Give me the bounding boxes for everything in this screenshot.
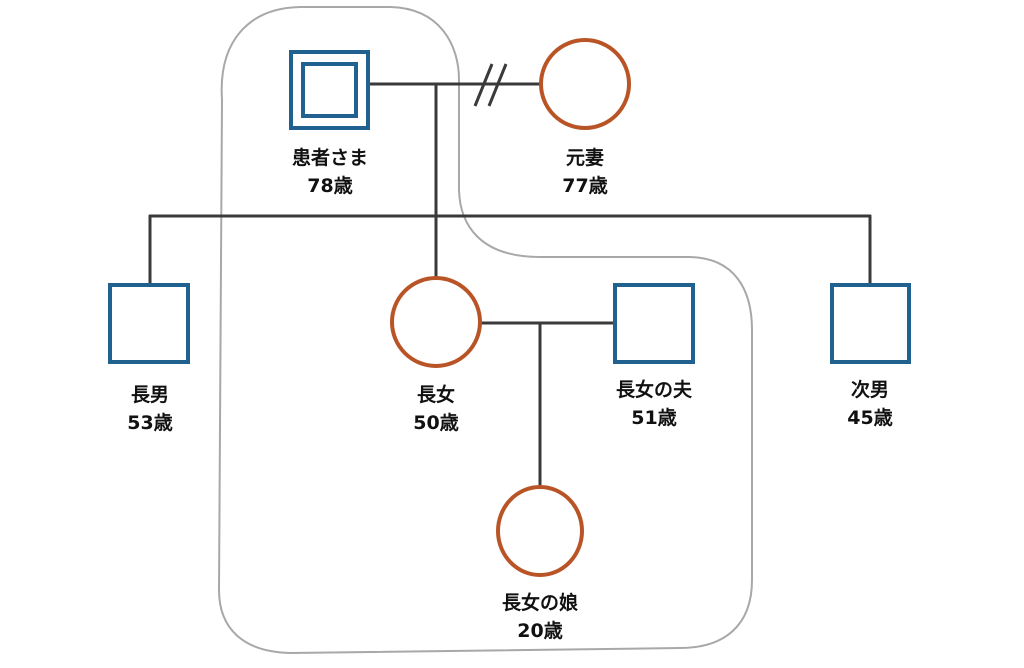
granddaughter-symbol — [496, 485, 584, 577]
granddaughter-age: 20歳 — [517, 620, 563, 642]
patient-label: 患者さま 78歳 — [250, 144, 410, 200]
eldest-son-age: 53歳 — [127, 412, 173, 434]
ex-wife-age: 77歳 — [562, 175, 608, 197]
husband-symbol — [613, 283, 695, 364]
husband-name: 長女の夫 — [615, 379, 692, 401]
granddaughter-name: 長女の娘 — [501, 592, 578, 614]
second-son-label: 次男 45歳 — [790, 376, 950, 432]
patient-symbol-inner — [301, 62, 358, 118]
ex-wife-name: 元妻 — [565, 147, 604, 169]
second-son-name: 次男 — [850, 379, 889, 401]
eldest-daughter-symbol — [390, 276, 482, 368]
ex-wife-label: 元妻 77歳 — [505, 144, 665, 200]
household-boundary — [217, 6, 753, 655]
second-son-age: 45歳 — [847, 407, 893, 429]
eldest-daughter-name: 長女 — [416, 384, 455, 406]
patient-age: 78歳 — [307, 175, 353, 197]
granddaughter-label: 長女の娘 20歳 — [460, 589, 620, 645]
eldest-daughter-label: 長女 50歳 — [356, 381, 516, 437]
divorce-slash-2 — [487, 63, 508, 107]
second-son-symbol — [830, 283, 911, 364]
divorce-slash-1 — [473, 63, 494, 107]
eldest-son-name: 長男 — [130, 384, 169, 406]
ex-wife-symbol — [539, 38, 631, 130]
relationship-lines — [148, 63, 872, 486]
patient-name: 患者さま — [291, 147, 368, 169]
eldest-son-symbol — [108, 283, 190, 364]
husband-age: 51歳 — [631, 407, 677, 429]
eldest-son-label: 長男 53歳 — [70, 381, 230, 437]
husband-label: 長女の夫 51歳 — [574, 376, 734, 432]
eldest-daughter-age: 50歳 — [413, 412, 459, 434]
